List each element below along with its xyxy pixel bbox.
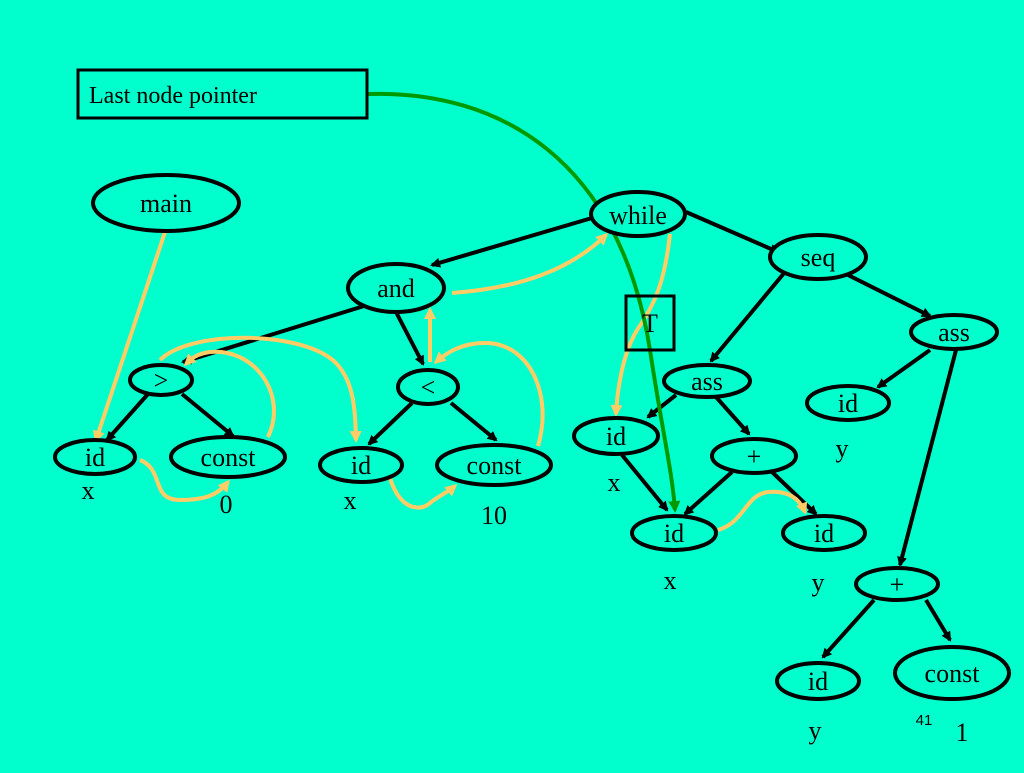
tree-edges [105,210,958,659]
last-node-pointer-rect [76,68,369,120]
edge-plus2-const [924,598,952,642]
page-number: 41 [916,712,933,729]
node-const-10: const [435,443,553,487]
value-0: 0 [220,490,233,519]
thread-id-const2 [388,477,458,510]
thread-and-while [451,232,609,295]
edge-seq-ass1 [709,270,787,363]
node-ass-1-label: ass [691,367,723,396]
node-ass-1: ass [662,363,752,399]
node-lt-label: < [421,373,436,402]
node-main: main [91,173,241,233]
node-const-0: const [169,435,287,479]
value-x-2: x [344,486,357,515]
last-node-pointer-arrow [367,91,681,513]
node-seq-label: seq [801,243,836,272]
node-plus-1: + [710,437,798,475]
marker-box: T [624,294,676,352]
edge-ass2-plus [897,349,958,567]
thread-const-lt [433,340,545,447]
node-main-label: main [140,189,192,218]
value-y-2: y [836,434,849,463]
edge-gt-id [105,392,150,442]
edge-plus-idy [770,470,818,516]
node-while: while [589,190,687,238]
marker-rect [624,294,676,352]
value-10: 10 [481,501,507,530]
edge-ass2-id [876,348,932,389]
node-id-y-1-label: id [814,519,834,548]
node-id-x-1-label: id [85,443,105,472]
node-seq: seq [768,233,868,281]
value-x-3: x [664,566,677,595]
thread-edges [93,231,808,532]
node-id-x-3-label: id [664,519,684,548]
node-plus-1-label: + [747,442,762,471]
node-const-1-label: const [925,659,981,688]
thread-gt-id [158,335,362,443]
node-id-y-3: id [775,661,861,701]
edge-gt-const [180,392,235,438]
thread-const-gt [183,349,276,438]
edge-while-and [430,216,593,268]
node-id-x-3: id [630,514,718,552]
node-id-cond: id [572,416,660,456]
node-plus-2: + [854,566,940,602]
node-gt-label: > [154,366,169,395]
node-id-y-1: id [781,514,867,552]
last-node-pointer-label: Last node pointer [89,83,257,109]
thread-while-id [610,233,672,417]
node-id-x-1: id [53,438,137,476]
node-const-0-label: const [201,443,257,472]
node-ass-2: ass [909,313,999,351]
marker-label: T [642,309,658,338]
node-id-y-3-label: id [808,667,828,696]
edge-ass1-id [646,393,678,419]
edge-and-lt [394,311,425,366]
edge-ass1-plus [714,395,751,436]
edge-plus-idx [683,470,734,516]
node-const-10-label: const [467,451,523,480]
edge-lt-id [367,401,414,446]
node-id-cond-label: id [606,422,626,451]
node-id-y-2: id [805,384,891,422]
edge-plus2-id [821,598,876,659]
thread-main-id [93,231,167,443]
last-node-pointer-box: Last node pointer [76,68,369,120]
thread-id-const [139,458,230,503]
node-id-y-2-label: id [838,389,858,418]
node-and-label: and [377,274,415,303]
node-plus-2-label: + [890,570,905,599]
edge-while-seq [685,210,780,254]
node-id-x-2: id [318,446,404,484]
node-const-1: const [893,645,1011,701]
edge-idcond-idx [620,453,669,512]
value-x-1: x [82,476,95,505]
value-y-1: y [812,568,825,597]
edge-lt-const [449,401,498,442]
value-x-cond: x [608,468,621,497]
value-y-3: y [809,716,822,745]
thread-idx-idy [717,489,808,532]
node-and: and [346,262,446,314]
node-lt: < [396,368,460,406]
node-gt: > [128,363,194,397]
node-while-label: while [609,201,667,230]
edge-seq-ass2 [847,273,932,318]
node-id-x-2-label: id [351,451,371,480]
node-ass-2-label: ass [938,318,970,347]
value-1: 1 [956,718,969,747]
